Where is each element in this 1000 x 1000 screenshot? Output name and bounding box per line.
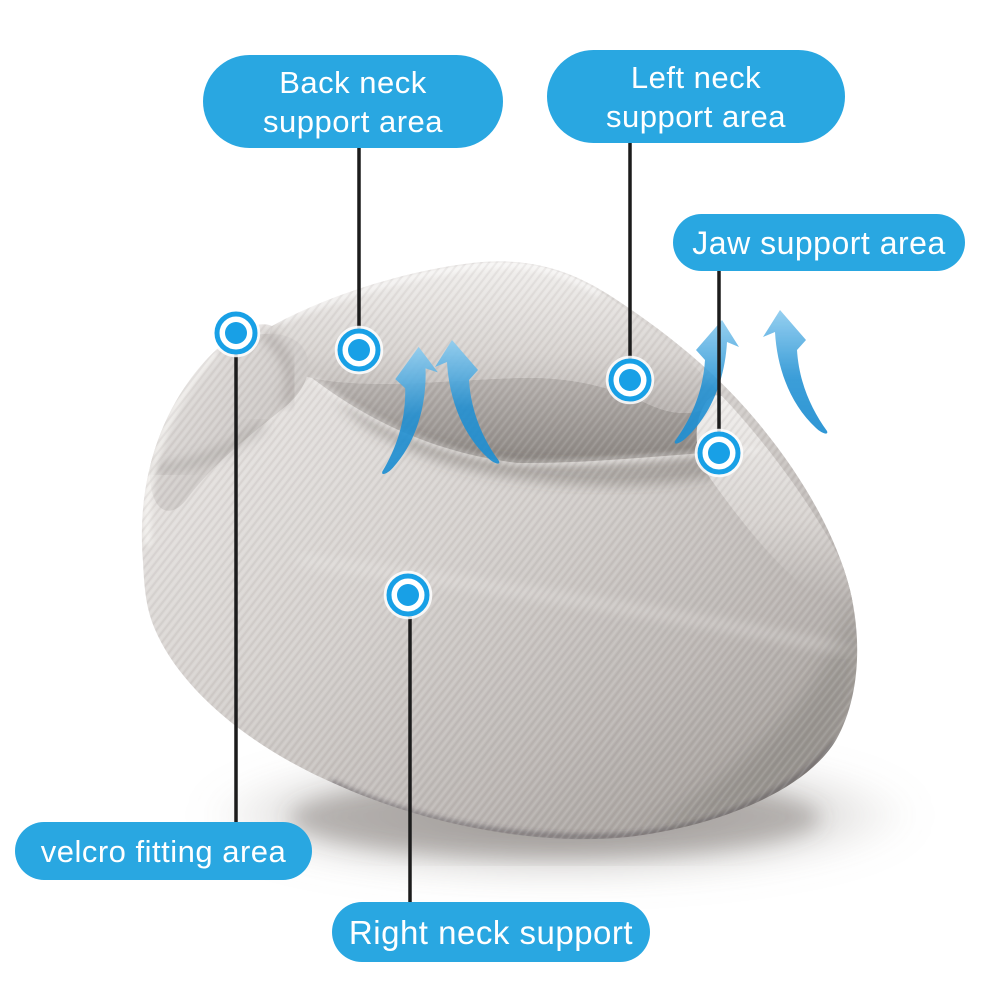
label-line-1: Back neck <box>279 64 427 100</box>
label-line-2: support area <box>605 98 787 134</box>
label-text: velcro fitting area <box>40 833 287 869</box>
label-text: Jaw support area <box>692 224 946 261</box>
label-line-1: Left neck <box>630 59 762 95</box>
velcro-marker-icon <box>211 308 261 358</box>
callout-label-jaw: Jaw support area <box>673 214 965 271</box>
label-text: Left neck support area <box>606 58 786 136</box>
right-neck-marker-icon <box>383 570 433 620</box>
label-text: Right neck support <box>348 913 634 951</box>
callout-label-velcro: velcro fitting area <box>15 822 312 880</box>
label-line-2: support area <box>262 103 444 139</box>
label-text: Back neck support area <box>263 63 443 141</box>
callout-label-left-neck: Left neck support area <box>547 50 845 143</box>
jaw-marker-icon <box>694 428 744 478</box>
support-point-markers <box>211 308 744 620</box>
callout-label-right-neck: Right neck support <box>332 902 650 962</box>
callout-lines <box>234 140 721 908</box>
callout-label-back-neck: Back neck support area <box>203 55 503 148</box>
left-neck-marker-icon <box>605 355 655 405</box>
back-neck-marker-icon <box>334 325 384 375</box>
